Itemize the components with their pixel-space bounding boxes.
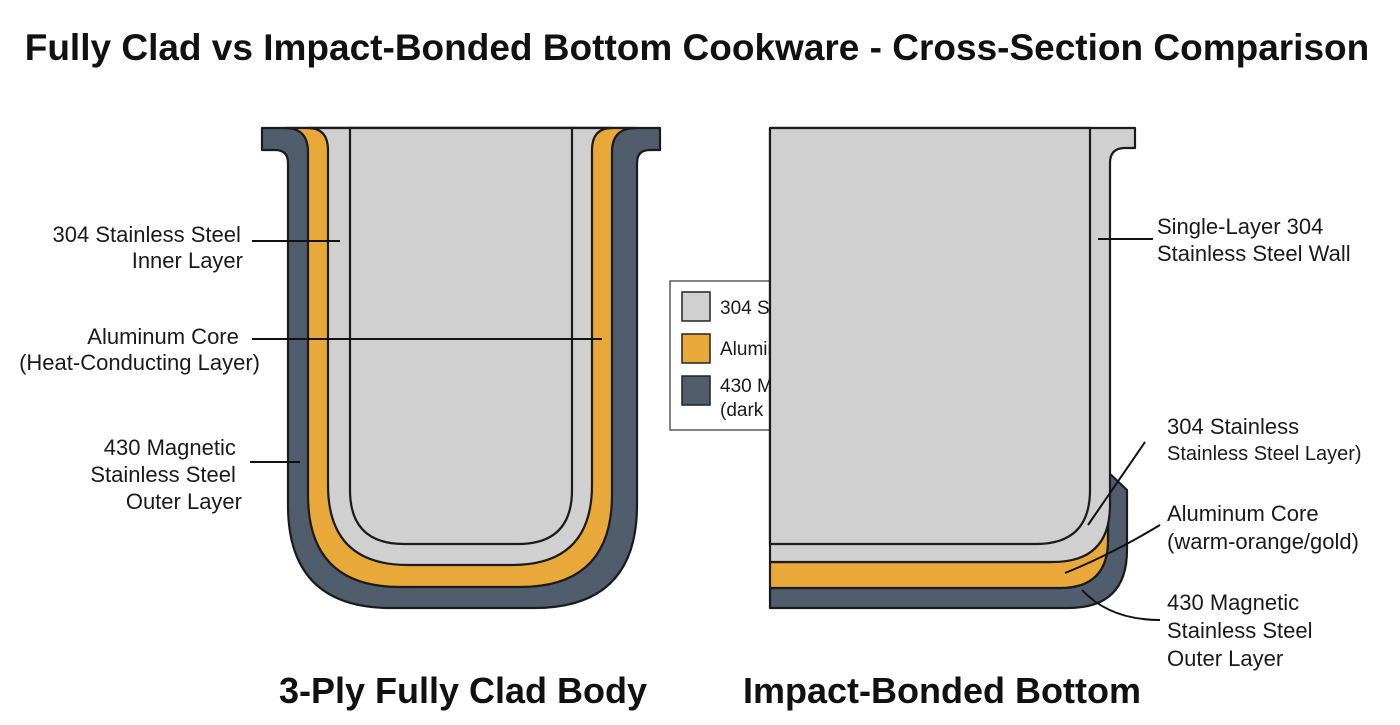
impact-outer-label-line3: Outer Layer: [1167, 646, 1283, 671]
fully-clad-outer-label-line1: 430 Magnetic: [104, 435, 236, 460]
svg-text:Single-Layer 304 Stainle: Single-Layer 304 Stainless Steel Wall: [1157, 214, 1351, 266]
svg-text:430 Magnetic Stainless S: 430 Magnetic Stainless Steel Outer Layer: [1167, 590, 1319, 671]
impact-inner-label: 304 Stainless Stainless Steel Layer): [1167, 414, 1362, 465]
svg-text:304 Stainless Steel Inne: 304 Stainless Steel Inner Layer: [53, 222, 247, 273]
svg-text:Aluminum Core (warm-oran: Aluminum Core (warm-orange/gold): [1167, 501, 1359, 554]
fully-clad-inner-label-line2: Inner Layer: [132, 248, 243, 273]
legend-swatch-aluminum: [681, 333, 711, 364]
impact-bonded-pot: [768, 126, 1137, 610]
impact-core-label-line1: Aluminum Core: [1167, 501, 1319, 526]
fully-clad-label-core: Aluminum Core (Heat-Conducting Layer): [19, 324, 602, 375]
impact-bonded-label-wall: Single-Layer 304 Stainless Steel Wall: [1098, 214, 1351, 266]
impact-wall-label-line1: Single-Layer 304: [1157, 214, 1323, 239]
impact-bonded-caption: Impact-Bonded Bottom: [743, 670, 1141, 711]
fully-clad-caption: 3-Ply Fully Clad Body: [279, 670, 647, 711]
impact-outer-label-line2: Stainless Steel: [1167, 618, 1313, 643]
impact-outer-leader: [1081, 589, 1161, 621]
impact-core-label-line2: (warm-orange/gold): [1167, 529, 1359, 554]
impact-bonded-interior-cavity: [768, 126, 1092, 546]
fully-clad-outer-label-line2: Stainless Steel: [90, 462, 236, 487]
fully-clad-core-label-line2: (Heat-Conducting Layer): [19, 350, 260, 375]
fully-clad-inner-label-line1: 304 Stainless Steel: [53, 222, 241, 247]
impact-bonded-label-inner: 304 Stainless Stainless Steel Layer): [1087, 414, 1362, 526]
fully-clad-interior-cavity: [348, 126, 574, 546]
impact-bonded-label-outer: 430 Magnetic Stainless Steel Outer Layer: [1081, 589, 1319, 671]
fully-clad-core-label-line1: Aluminum Core: [87, 324, 239, 349]
fully-clad-pot: [260, 126, 662, 610]
impact-outer-label-line1: 430 Magnetic: [1167, 590, 1299, 615]
legend-swatch-304: [681, 291, 711, 322]
impact-inner-label-line2: Stainless Steel Layer): [1167, 443, 1362, 465]
fully-clad-label-inner: 304 Stainless Steel Inner Layer: [53, 222, 340, 273]
fully-clad-outer-label-line3: Outer Layer: [126, 489, 242, 514]
legend-swatch-430: [681, 375, 711, 406]
svg-text:Aluminum Core (Heat-Cond: Aluminum Core (Heat-Conducting Layer): [19, 324, 260, 375]
page-title: Fully Clad vs Impact-Bonded Bottom Cookw…: [25, 27, 1370, 68]
impact-bonded-label-core: Aluminum Core (warm-orange/gold): [1064, 501, 1359, 574]
impact-core-leader: [1064, 524, 1161, 574]
impact-inner-leader: [1087, 441, 1146, 526]
fully-clad-label-outer: 430 Magnetic Stainless Steel Outer Layer: [90, 435, 300, 514]
impact-wall-label-line2: Stainless Steel Wall: [1157, 241, 1351, 266]
svg-text:430 Magnetic Stainless S: 430 Magnetic Stainless Steel Outer Layer: [90, 435, 242, 514]
impact-inner-label-line1: 304 Stainless: [1167, 414, 1299, 439]
